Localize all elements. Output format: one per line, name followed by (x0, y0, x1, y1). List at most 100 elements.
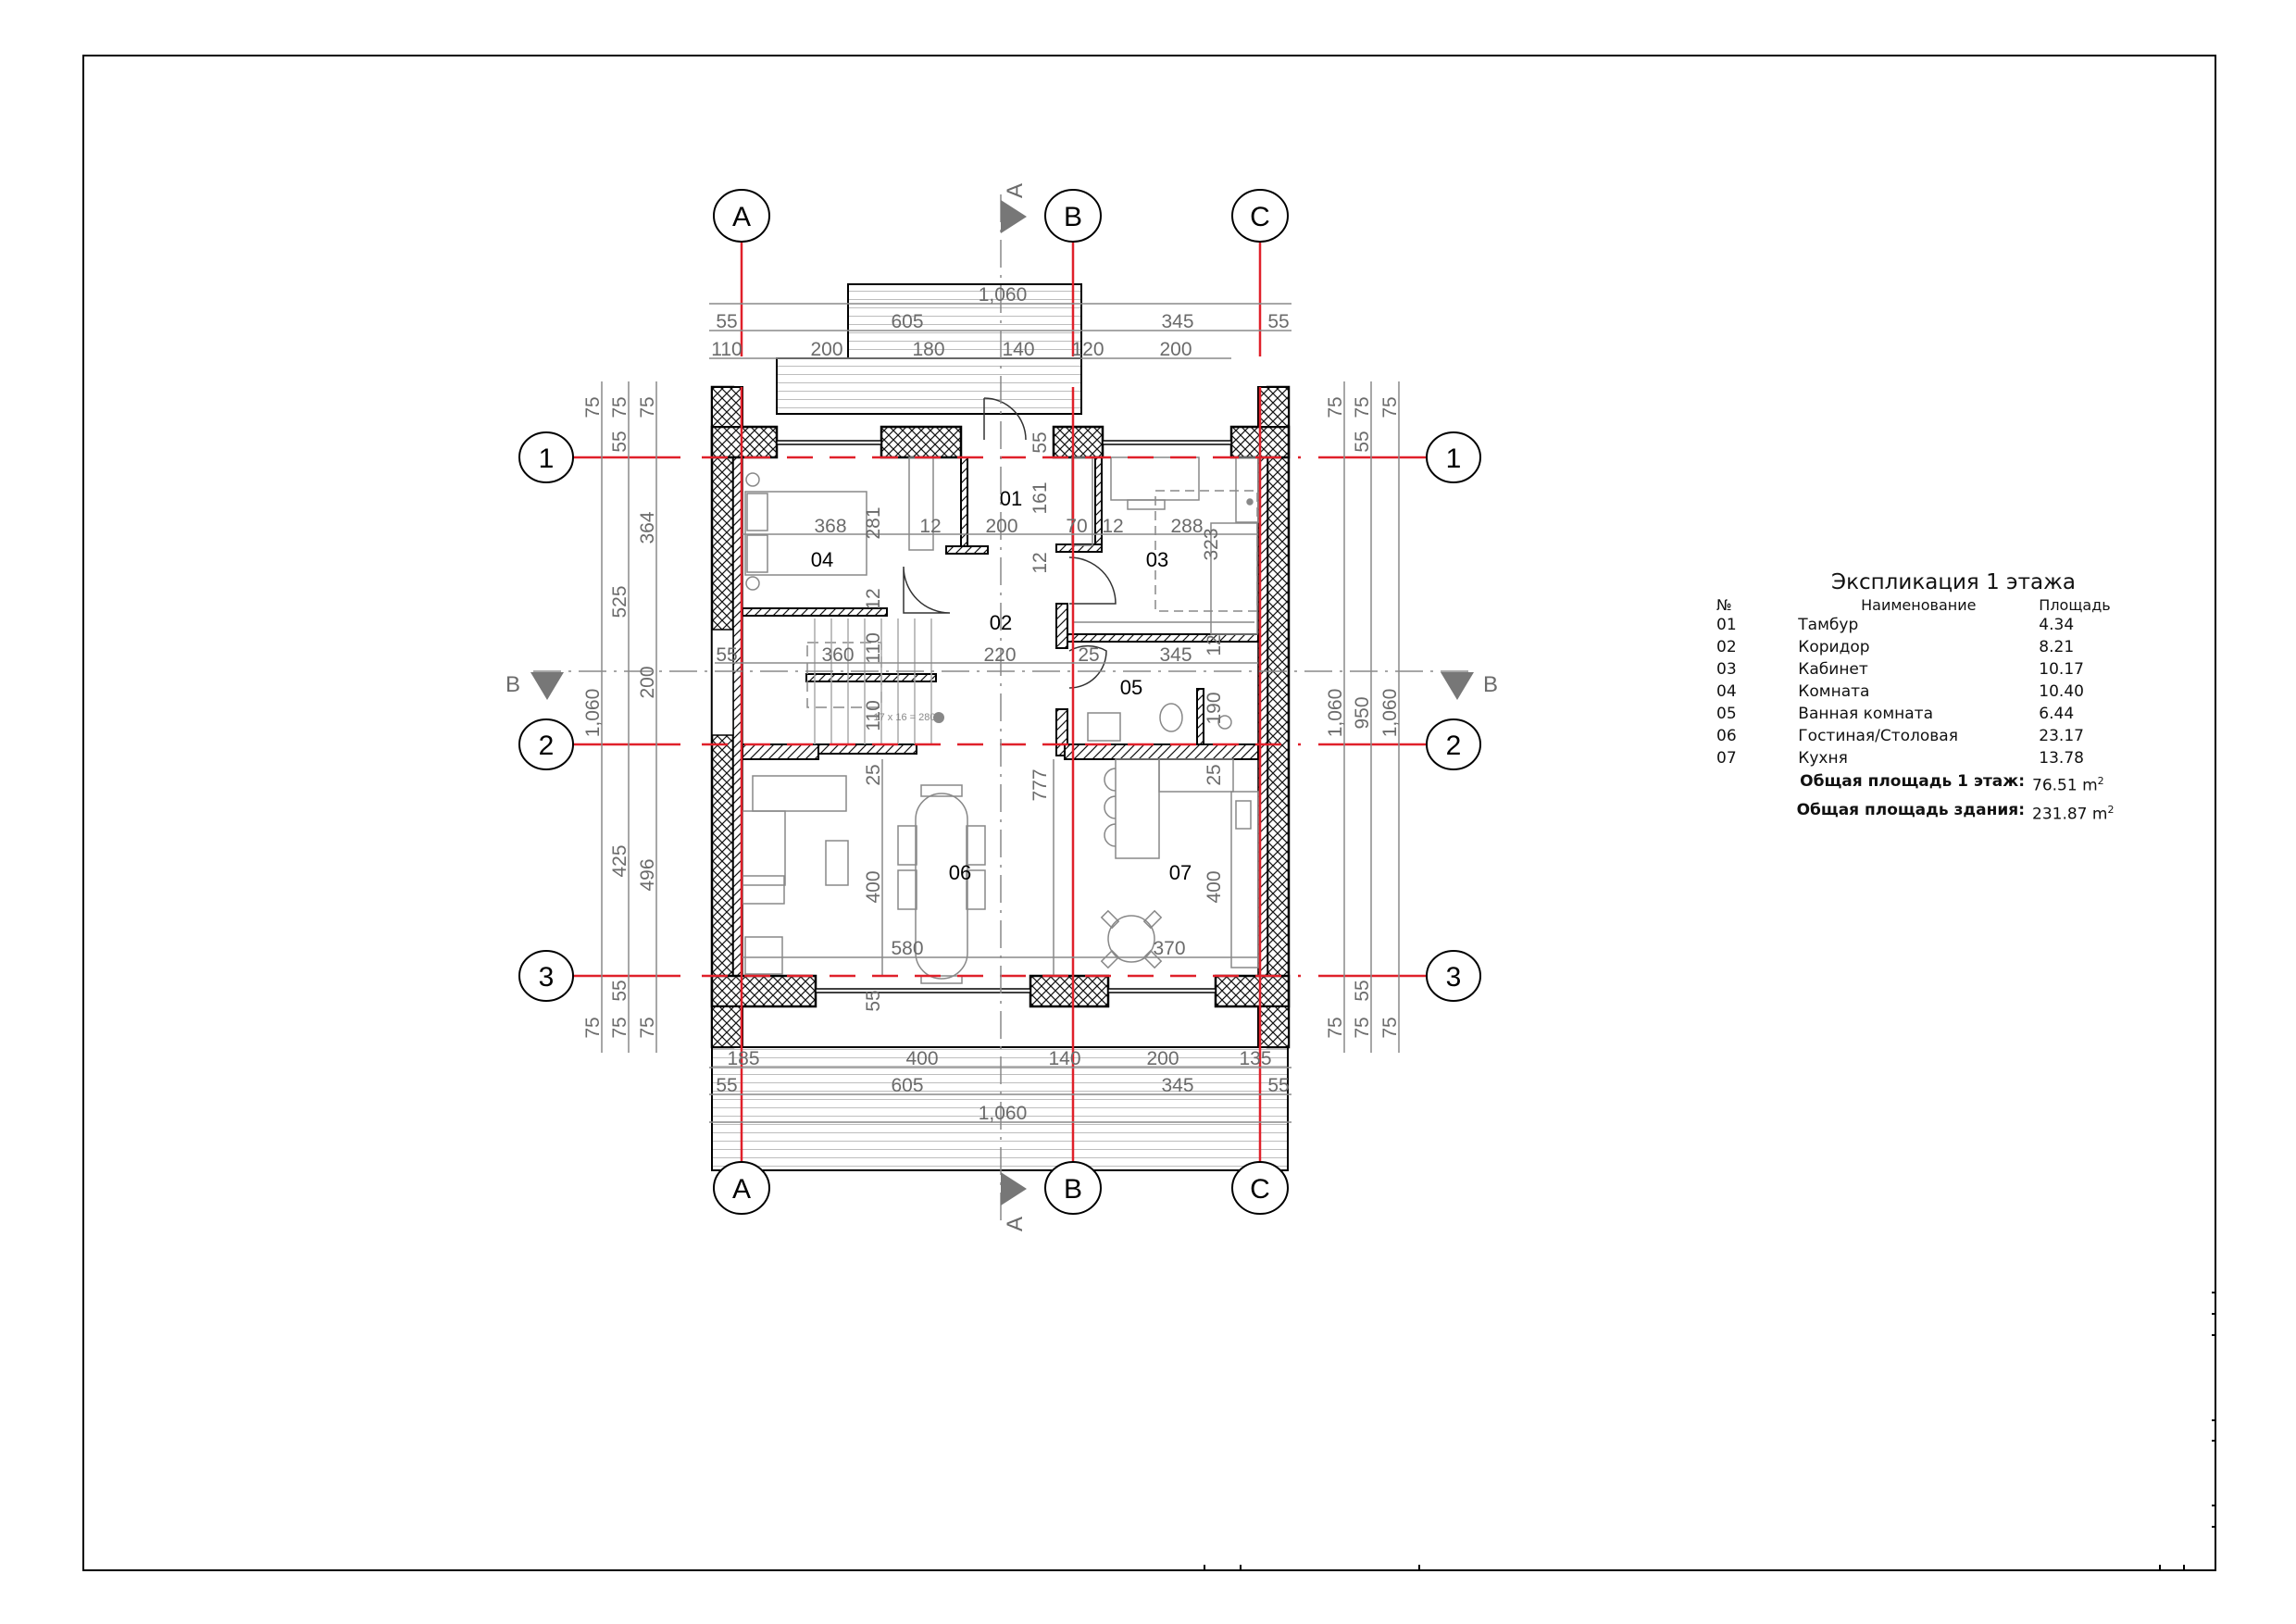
svg-text:75: 75 (637, 1017, 658, 1038)
drawing-sheet-frame (82, 55, 2216, 1571)
svg-text:200: 200 (985, 516, 1017, 537)
svg-text:185: 185 (727, 1048, 759, 1069)
svg-text:1,060: 1,060 (1325, 689, 1346, 738)
svg-text:140: 140 (1048, 1048, 1080, 1069)
svg-text:368: 368 (814, 516, 846, 537)
svg-text:400: 400 (1204, 870, 1225, 903)
svg-text:400: 400 (863, 870, 884, 903)
svg-text:605: 605 (891, 311, 923, 332)
total-floor-area: Общая площадь 1 этаж: 76.51 m2 (1703, 769, 2148, 798)
section-arrow-icon (1441, 672, 1474, 700)
svg-text:120: 120 (1071, 339, 1104, 360)
row-area: 10.17 (2039, 660, 2084, 679)
svg-text:525: 525 (609, 585, 630, 618)
svg-text:135: 135 (1239, 1048, 1271, 1069)
svg-text:75: 75 (582, 1017, 604, 1038)
total-building-area: Общая площадь здания: 231.87 m2 (1703, 798, 2148, 827)
svg-text:200: 200 (1159, 339, 1192, 360)
schedule-row: 04 Комната 10.40 (1703, 681, 2148, 703)
svg-text:75: 75 (609, 1017, 630, 1038)
svg-text:75: 75 (1325, 396, 1346, 418)
svg-text:345: 345 (1161, 1075, 1193, 1096)
svg-text:190: 190 (1204, 692, 1225, 724)
svg-text:55: 55 (1352, 980, 1373, 1001)
svg-text:25: 25 (1078, 644, 1099, 666)
svg-text:496: 496 (637, 858, 658, 891)
frame-tick (2212, 1526, 2216, 1528)
row-name: Кабинет (1798, 660, 1868, 679)
frame-tick (2212, 1334, 2216, 1336)
svg-text:55: 55 (716, 1075, 737, 1096)
svg-text:55: 55 (716, 311, 737, 332)
room-schedule-table: Экспликация 1 этажа № Наименование Площа… (1703, 570, 2148, 826)
row-number: 01 (1716, 616, 1737, 634)
room-labels: 01 02 03 04 05 06 07 (811, 487, 1192, 884)
schedule-row: 06 Гостиная/Столовая 23.17 (1703, 725, 2148, 747)
header-name: Наименование (1861, 596, 1977, 614)
frame-tick (2212, 1313, 2216, 1315)
axis-labels: A B C A B C 1 2 3 1 2 3 (539, 202, 1462, 1205)
schedule-row: 02 Коридор 8.21 (1703, 636, 2148, 658)
svg-text:400: 400 (905, 1048, 938, 1069)
svg-text:75: 75 (1352, 396, 1373, 418)
svg-text:55: 55 (1029, 431, 1051, 453)
frame-tick (2183, 1565, 2185, 1569)
schedule-row: 05 Ванная комната 6.44 (1703, 703, 2148, 725)
frame-tick (1240, 1565, 1242, 1569)
svg-text:25: 25 (1204, 764, 1225, 785)
section-label-b-left: B (505, 672, 520, 697)
svg-text:161: 161 (1029, 481, 1051, 514)
svg-text:1,060: 1,060 (979, 1103, 1028, 1124)
axis-label-b-bottom: B (1064, 1174, 1082, 1205)
dimensions-interior: 368 281 12 200 161 55 70 12 288 323 12 1… (716, 431, 1225, 1011)
room-label-06: 06 (949, 861, 971, 884)
row-name: Гостиная/Столовая (1798, 727, 1958, 745)
room-label-04: 04 (811, 548, 833, 571)
row-area: 23.17 (2039, 727, 2084, 745)
row-area: 10.40 (2039, 682, 2084, 701)
svg-text:75: 75 (609, 396, 630, 418)
svg-text:364: 364 (637, 511, 658, 543)
svg-text:281: 281 (863, 506, 884, 539)
svg-text:345: 345 (1161, 311, 1193, 332)
svg-text:370: 370 (1153, 938, 1185, 959)
section-arrow-icon (1001, 200, 1027, 233)
svg-text:200: 200 (1146, 1048, 1179, 1069)
axis-label-2-left: 2 (539, 731, 555, 761)
svg-text:75: 75 (582, 396, 604, 418)
row-number: 02 (1716, 638, 1737, 656)
section-label-b-right: B (1483, 672, 1498, 697)
section-lines (533, 194, 1472, 1222)
svg-text:75: 75 (1352, 1017, 1373, 1038)
section-label-a-bottom: A (1003, 1217, 1028, 1231)
svg-text:200: 200 (810, 339, 842, 360)
svg-text:75: 75 (1379, 1017, 1401, 1038)
row-area: 6.44 (2039, 705, 2075, 723)
axis-label-3-left: 3 (539, 962, 555, 993)
header-number: № (1716, 596, 1732, 614)
svg-text:605: 605 (891, 1075, 923, 1096)
room-label-07: 07 (1169, 861, 1192, 884)
svg-text:12: 12 (1204, 634, 1225, 656)
svg-text:110: 110 (863, 700, 884, 731)
frame-tick (2159, 1565, 2161, 1569)
svg-text:425: 425 (609, 844, 630, 877)
svg-text:12: 12 (863, 588, 884, 609)
svg-text:288: 288 (1170, 516, 1203, 537)
total-value-text: 76.51 m (2032, 776, 2098, 795)
svg-text:25: 25 (863, 764, 884, 785)
svg-text:75: 75 (1325, 1017, 1346, 1038)
svg-text:12: 12 (919, 516, 941, 537)
room-label-02: 02 (990, 611, 1012, 634)
schedule-row: 01 Тамбур 4.34 (1703, 614, 2148, 636)
svg-text:55: 55 (609, 431, 630, 452)
row-name: Тамбур (1798, 616, 1859, 634)
room-label-03: 03 (1146, 548, 1168, 571)
axis-label-1-left: 1 (539, 443, 555, 474)
dimension-lines (601, 303, 1400, 1123)
row-number: 04 (1716, 682, 1737, 701)
svg-text:345: 345 (1159, 644, 1192, 666)
unit-superscript: 2 (2107, 803, 2115, 816)
total-value: 76.51 m2 (2032, 769, 2143, 798)
axis-label-a-bottom: A (732, 1174, 751, 1205)
